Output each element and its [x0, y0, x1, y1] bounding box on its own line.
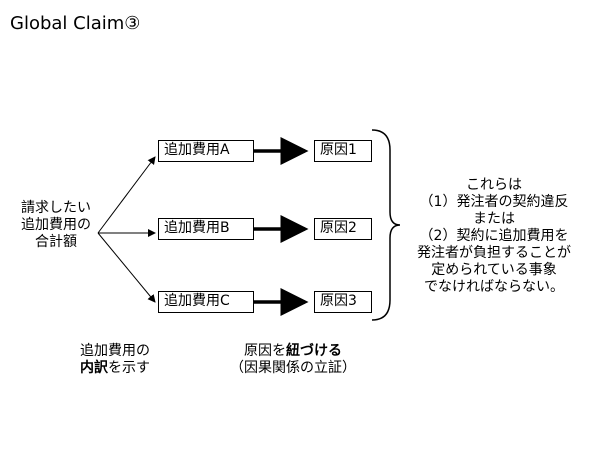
cause-3-box: 原因3 — [314, 291, 372, 313]
cost-item-a-box: 追加費用A — [158, 140, 254, 162]
fan-arrow-a — [97, 156, 156, 234]
right-brace — [371, 129, 401, 321]
total-claim-label: 請求したい 追加費用の 合計額 — [21, 200, 91, 250]
cause-1-box: 原因1 — [314, 140, 372, 162]
condition-note: これらは （1）発注者の契約違反 または （2）契約に追加費用を 発注者が負担す… — [417, 177, 571, 295]
breakdown-caption: 追加費用の 内訳を示す — [80, 343, 150, 376]
cause-2-box: 原因2 — [314, 218, 372, 240]
cost-item-c-box: 追加費用C — [158, 291, 254, 313]
fan-arrow-c — [97, 232, 156, 303]
cost-item-b-box: 追加費用B — [158, 218, 254, 240]
causation-caption: 原因を紐づける （因果関係の立証） — [230, 343, 356, 376]
slide-title: Global Claim③ — [10, 13, 141, 34]
